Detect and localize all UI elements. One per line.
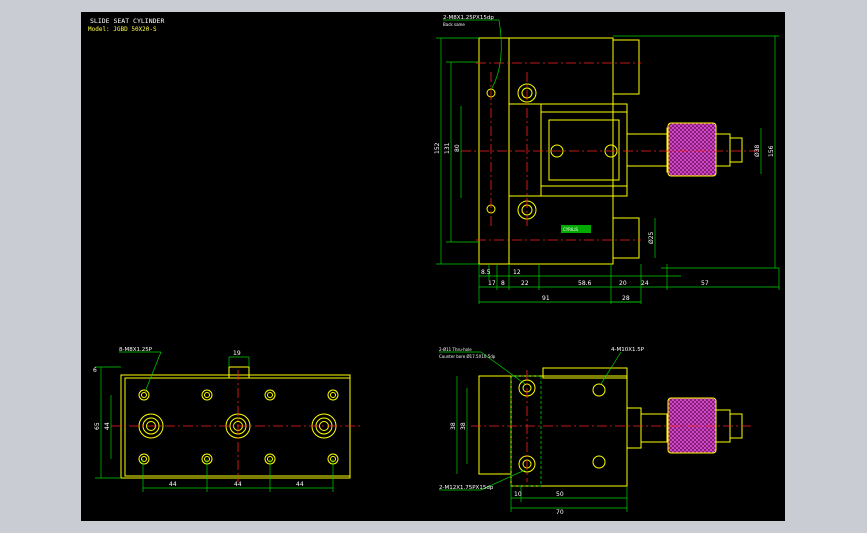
dim-phi25: Ø25: [648, 231, 655, 244]
bl-dim-44: 44: [104, 422, 111, 430]
dim-phi38: Ø38: [754, 144, 761, 157]
dim-91: 91: [542, 295, 550, 302]
dim-57: 57: [701, 280, 709, 287]
bottom-right-view: 2-Ø11 Thru-hole Counter bore Ø17.5X10.5d…: [439, 347, 751, 516]
cad-drawing: SLIDE SEAT CYLINDER Model: JGBD 50X20-S: [88, 15, 780, 516]
dim-17: 17: [488, 280, 496, 287]
title-model: Model: JGBD 50X20-S: [88, 26, 157, 33]
dim-131: 131: [444, 142, 451, 154]
bl-dim-65: 65: [94, 422, 101, 430]
top-callout-thread: 2-M8X1.25PX15dp: [443, 15, 494, 21]
br-callout-b: Counter bore Ø17.5X10.5dp: [439, 354, 496, 359]
knurled-knob-side: [667, 397, 717, 454]
dim-152: 152: [434, 142, 441, 154]
top-view: CYRILIS 2-M8X1.25P: [434, 15, 780, 304]
br-callout-c: 4-M10X1.5P: [611, 347, 645, 353]
br-dim-10: 10: [514, 491, 522, 498]
dim-8: 8: [501, 280, 505, 287]
br-dim-38a: 38: [450, 422, 457, 430]
bl-dim-44a: 44: [169, 481, 177, 488]
dim-20: 20: [619, 280, 627, 287]
brand-label: CYRILIS: [563, 227, 579, 232]
dim-12: 12: [513, 269, 521, 276]
cad-drawing-canvas: SLIDE SEAT CYLINDER Model: JGBD 50X20-S: [81, 12, 785, 521]
dim-8-5: 8.5: [481, 269, 491, 276]
br-callout-a: 2-Ø11 Thru-hole: [439, 347, 472, 352]
dim-58-6: 58.6: [578, 280, 592, 287]
knurled-knob: [667, 122, 717, 177]
bl-dim-44b: 44: [234, 481, 242, 488]
br-callout-d: 2-M12X1.75PX15dp: [439, 485, 494, 491]
dim-22: 22: [521, 280, 529, 287]
br-dim-70: 70: [556, 509, 564, 516]
dim-80: 80: [454, 144, 461, 152]
dim-24: 24: [641, 280, 649, 287]
title-name: SLIDE SEAT CYLINDER: [90, 17, 164, 25]
bottom-left-view: 8-M8X1.25P 19 6 65 44 44 44 44: [93, 347, 361, 492]
top-callout-sub: Back same: [443, 22, 465, 27]
br-dim-38b: 38: [460, 422, 467, 430]
bl-dim-44c: 44: [296, 481, 304, 488]
bl-callout: 8-M8X1.25P: [119, 347, 153, 353]
br-dim-50: 50: [556, 491, 564, 498]
dim-28: 28: [622, 295, 630, 302]
bl-dim-19: 19: [233, 350, 241, 357]
bl-dim-6: 6: [93, 367, 97, 374]
dim-156: 156: [768, 145, 775, 157]
